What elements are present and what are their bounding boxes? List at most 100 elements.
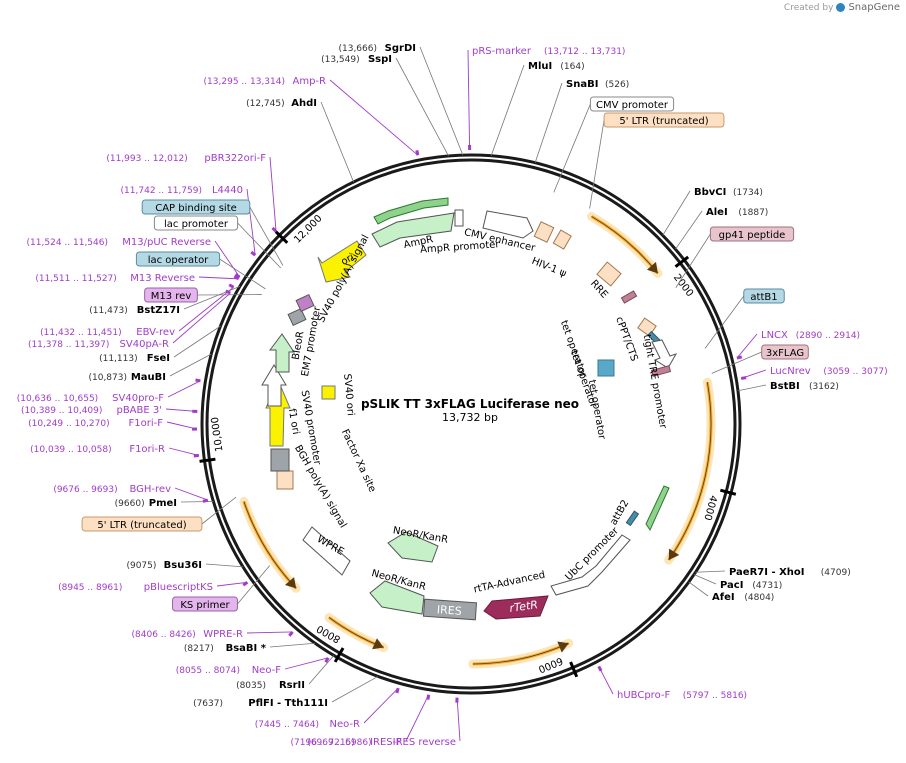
enzyme-site-fsei[interactable]: FseI(11,113) <box>99 353 170 364</box>
primer-amp-r[interactable]: Amp-R(13,295 .. 13,314) <box>204 76 326 87</box>
enzyme-site-paer7i-xhoi[interactable]: PaeR7I - XhoI(4709) <box>729 567 851 578</box>
tick-mark <box>720 490 735 494</box>
enzyme-site-pflfi-tth111i[interactable]: PflFI - Tth111I(7637) <box>193 698 328 709</box>
enzyme-site-maubi[interactable]: MauBI(10,873) <box>88 372 166 383</box>
primer-range: (10,636 .. 10,655) <box>17 394 98 404</box>
primer-mark <box>428 695 429 700</box>
enzyme-site-snabi[interactable]: SnaBI(526) <box>566 79 629 90</box>
enzyme-name: FseI <box>147 353 170 364</box>
primer-lncx[interactable]: LNCX(2890 .. 2914) <box>761 330 860 341</box>
snapgene-name: SnapGene <box>848 2 900 13</box>
feature-label-cap-binding-site[interactable]: CAP binding site <box>142 200 250 214</box>
enzyme-leader-line <box>396 58 449 156</box>
feature-label-lac-operator[interactable]: lac operator <box>136 252 219 266</box>
enzyme-coordinate: (3162) <box>809 382 839 392</box>
primer-name: WPRE-R <box>203 629 243 640</box>
primer-neo-f[interactable]: Neo-F(8055 .. 8074) <box>176 665 282 676</box>
plasmid-length: 13,732 bp <box>442 411 498 424</box>
attb2-box <box>626 511 638 525</box>
enzyme-coordinate: (8217) <box>184 644 214 654</box>
primer-range: (8945 .. 8961) <box>58 583 122 593</box>
feature-label-text: 3xFLAG <box>766 348 804 359</box>
enzyme-site-pmei[interactable]: PmeI(9660) <box>115 498 177 509</box>
enzyme-leader-line <box>332 676 378 702</box>
primer-leader-line <box>199 277 239 279</box>
primer-range: (6969 .. 6986) <box>307 738 371 748</box>
primer-m13-puc-reverse[interactable]: M13/pUC Reverse(11,524 .. 11,546) <box>27 237 211 248</box>
primer-ebv-rev[interactable]: EBV-rev(11,432 .. 11,451) <box>40 327 175 338</box>
enzyme-site-ahdi[interactable]: AhdI(12,745) <box>246 98 317 109</box>
primer-mark <box>226 291 230 293</box>
tick-mark <box>200 459 216 461</box>
enzyme-site-rsrii[interactable]: RsrII(8035) <box>236 680 305 691</box>
primer-bgh-rev[interactable]: BGH-rev(9676 .. 9693) <box>53 484 171 495</box>
primer-name: SV40pro-F <box>112 393 164 404</box>
feature-label-m13-rev[interactable]: M13 rev <box>145 288 198 302</box>
primer-neo-r[interactable]: Neo-R(7445 .. 7464) <box>255 719 360 730</box>
feature-arc-glow <box>592 216 658 273</box>
enzyme-site-paci[interactable]: PacI(4731) <box>720 580 782 591</box>
enzyme-leader-line <box>420 47 463 155</box>
primer-m13-reverse[interactable]: M13 Reverse(11,511 .. 11,527) <box>35 273 195 284</box>
ubc-promoter-arrow <box>551 535 630 595</box>
enzyme-site-bbvci[interactable]: BbvCI(1734) <box>694 187 763 198</box>
feature-label-gp41-peptide[interactable]: gp41 peptide <box>710 227 793 241</box>
feature-label-text: KS primer <box>180 600 230 611</box>
primer-sv40pa-r[interactable]: SV40pA-R(11,378 .. 11,397) <box>28 339 169 350</box>
enzyme-coordinate: (13,549) <box>321 55 360 65</box>
primer-range: (11,378 .. 11,397) <box>28 340 109 350</box>
primer-wpre-r[interactable]: WPRE-R(8406 .. 8426) <box>132 629 244 640</box>
enzyme-site-mlui[interactable]: MluI(164) <box>528 61 585 72</box>
primer-range: (11,524 .. 11,546) <box>27 238 108 248</box>
primer-leader-line <box>468 50 470 150</box>
inner-label-f1-ori: f1 ori <box>286 408 301 436</box>
primer-sv40pro-f[interactable]: SV40pro-F (10,636 .. 10,655) <box>17 393 164 404</box>
feature-label-text: CAP binding site <box>155 203 237 214</box>
feature-label-3xflag[interactable]: 3xFLAG <box>762 345 809 359</box>
feature-label-cmv-promoter[interactable]: CMV promoter <box>590 97 673 111</box>
enzyme-coordinate: (4804) <box>744 593 774 603</box>
primer-name: F1ori-F <box>129 418 164 429</box>
gp41-box <box>621 291 636 303</box>
feature-label-5-ltr-truncated[interactable]: 5' LTR (truncated) <box>82 517 202 531</box>
enzyme-coordinate: (9660) <box>115 499 145 509</box>
primer-name: pRS-marker <box>472 46 532 57</box>
enzyme-site-bstz17i[interactable]: BstZ17I(11,473) <box>89 305 180 316</box>
primer-lucnrev[interactable]: LucNrev(3059 .. 3077) <box>770 366 888 377</box>
primer-pbabe-3[interactable]: pBABE 3'(10,389 .. 10,409) <box>21 405 162 416</box>
primer-leader-line <box>330 80 418 155</box>
primer-f1ori-f[interactable]: F1ori-F (10,249 .. 10,270) <box>28 418 163 429</box>
enzyme-site-alei[interactable]: AleI(1887) <box>706 207 768 218</box>
primer-pbluescriptks[interactable]: pBluescriptKS(8945 .. 8961) <box>58 582 213 593</box>
inner-label-rtta-advanced: rtTA-Advanced <box>473 570 546 596</box>
feature-label-lac-promoter[interactable]: lac promoter <box>154 216 237 230</box>
enzyme-site-sspi[interactable]: SspI(13,549) <box>321 54 392 65</box>
tick-label: 10,000 <box>210 416 226 452</box>
primer-l4440[interactable]: L4440(11,742 .. 11,759) <box>121 185 243 196</box>
enzyme-site-afei[interactable]: AfeI(4804) <box>712 592 774 603</box>
enzyme-leader-line <box>738 385 766 391</box>
enzyme-site-bsabi[interactable]: BsaBI *(8217) <box>184 643 267 654</box>
primer-range: (10,249 .. 10,270) <box>28 419 109 429</box>
primer-range: (11,993 .. 12,012) <box>106 154 187 164</box>
feature-label-ks-primer[interactable]: KS primer <box>173 597 238 611</box>
enzyme-site-sgrdi[interactable]: SgrDI(13,666) <box>338 43 416 54</box>
feature-label-attb1[interactable]: attB1 <box>744 289 785 303</box>
primer-prs-marker[interactable]: pRS-marker(13,712 .. 13,731) <box>472 46 625 57</box>
enzyme-site-bstbi[interactable]: BstBI(3162) <box>770 381 839 392</box>
enzyme-coordinate: (11,473) <box>89 306 128 316</box>
snapgene-brand: Created by SnapGene <box>784 2 900 13</box>
enzyme-coordinate: (4731) <box>752 581 782 591</box>
primer-leader-line <box>270 157 276 231</box>
primer-name: pBR322ori-F <box>204 153 266 164</box>
enzyme-site-bsu36i[interactable]: Bsu36I(9075) <box>126 560 202 571</box>
feature-label-5-ltr-truncated[interactable]: 5' LTR (truncated) <box>604 113 724 127</box>
primer-pbr322ori-f[interactable]: pBR322ori-F (11,993 .. 12,012) <box>106 153 266 164</box>
primer-mark <box>289 632 292 636</box>
primer-f1ori-r[interactable]: F1ori-R(10,039 .. 10,058) <box>30 444 165 455</box>
ltr-box-2 <box>553 230 571 249</box>
feature-label-text: 5' LTR (truncated) <box>97 520 186 531</box>
primer-hubcpro-f[interactable]: hUBCpro-F(5797 .. 5816) <box>617 690 747 701</box>
primer-leader-line <box>364 688 398 723</box>
